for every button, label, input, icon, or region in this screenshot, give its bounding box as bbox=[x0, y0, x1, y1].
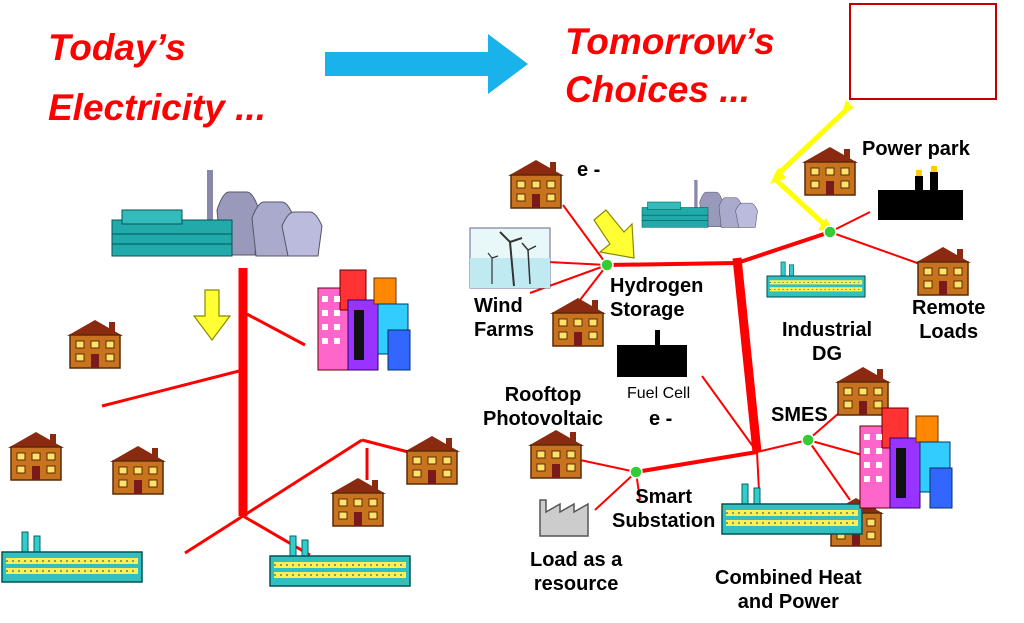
factory-icon bbox=[1, 531, 143, 583]
house-icon bbox=[403, 435, 461, 485]
factory-icon bbox=[269, 535, 411, 587]
grid-nodes bbox=[600, 225, 837, 479]
house-icon bbox=[109, 445, 167, 495]
label-industrial-dg: Industrial DG bbox=[782, 319, 873, 365]
label-e-mid: e - bbox=[649, 408, 673, 430]
house-icon bbox=[801, 146, 859, 196]
title-today-text: Today’s Electricity ... bbox=[48, 27, 266, 128]
title-today: Today’s Electricity ... bbox=[48, 18, 266, 138]
factory-icon bbox=[721, 483, 863, 535]
flow-arrow-down-icon bbox=[192, 289, 232, 341]
house-icon bbox=[549, 297, 607, 347]
title-tomorrow-text: Tomorrow’s Choices ... bbox=[565, 21, 775, 110]
label-smart-substation: Smart Substation bbox=[612, 486, 716, 532]
power-plant-icon bbox=[641, 179, 758, 228]
city-buildings-icon bbox=[317, 269, 411, 371]
flow-arrow-diagonal-icon bbox=[593, 209, 635, 259]
small-factory-icon bbox=[539, 499, 589, 537]
house-icon bbox=[914, 246, 972, 296]
house-icon bbox=[66, 319, 124, 369]
label-rooftop-pv: Rooftop Photovoltaic bbox=[483, 384, 604, 430]
label-power-park: Power park bbox=[862, 138, 970, 160]
house-icon bbox=[507, 159, 565, 209]
car-link-arrows bbox=[770, 100, 854, 232]
label-remote-loads: Remote Loads bbox=[912, 297, 986, 343]
label-e-top: e - bbox=[577, 159, 601, 181]
label-hydrogen-storage: Hydrogen Storage bbox=[610, 275, 704, 321]
label-load-as-resource: Load as a resource bbox=[530, 549, 623, 595]
today-grid-lines bbox=[101, 268, 421, 557]
power-plant-icon bbox=[111, 169, 323, 257]
tomorrow-grid-lines bbox=[529, 204, 921, 511]
wind-turbine-icon bbox=[469, 227, 551, 289]
power-park-factory-icon bbox=[878, 166, 963, 220]
city-buildings-icon bbox=[859, 407, 953, 509]
label-chp: Combined Heat and Power bbox=[715, 567, 862, 613]
house-icon bbox=[527, 429, 585, 479]
label-wind-farms: Wind Farms bbox=[474, 295, 535, 341]
factory-icon bbox=[766, 261, 866, 298]
label-power-park-sign: ell bbox=[942, 202, 959, 219]
house-icon bbox=[329, 477, 387, 527]
label-smes: SMES bbox=[771, 404, 828, 426]
house-icon bbox=[7, 431, 65, 481]
title-tomorrow: Tomorrow’s Choices ... bbox=[565, 18, 775, 114]
transition-arrow bbox=[325, 34, 528, 94]
car-image-frame bbox=[849, 3, 997, 100]
label-fuel-cell: Fuel Cell bbox=[627, 385, 691, 402]
fuel-cell-icon bbox=[617, 330, 687, 377]
